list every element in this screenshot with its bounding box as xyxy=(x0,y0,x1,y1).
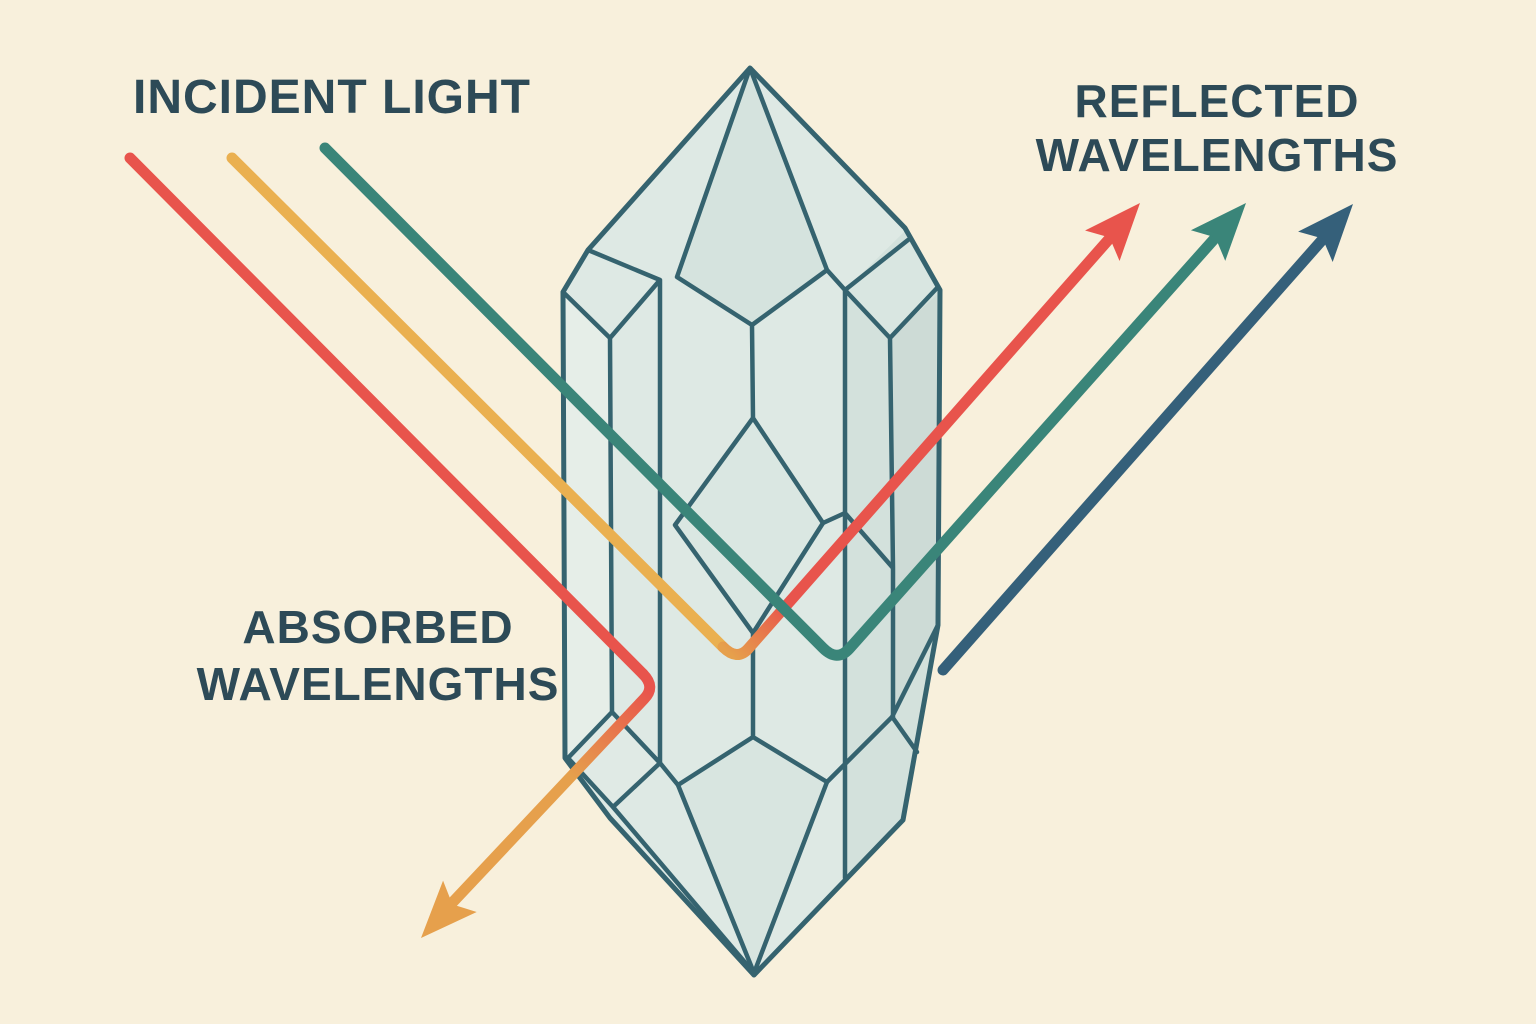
ray-reflected-red xyxy=(717,232,1116,660)
ray-absorbed xyxy=(446,668,656,909)
labels: INCIDENT LIGHT REFLECTED WAVELENGTHS ABS… xyxy=(133,71,1399,710)
incident-light-label: INCIDENT LIGHT xyxy=(133,71,531,124)
absorbed-arrowhead xyxy=(421,880,477,938)
crystal xyxy=(560,65,943,978)
ray-teal xyxy=(319,142,1222,661)
absorbed-wavelengths-label-line2: WAVELENGTHS xyxy=(197,658,560,710)
ray-incident-yellow xyxy=(226,152,729,653)
ray-reflected-navy xyxy=(937,233,1329,676)
teal-arrowhead xyxy=(1190,203,1246,261)
red-arrowhead xyxy=(1085,203,1140,261)
navy-arrowhead xyxy=(1298,204,1353,263)
crystal-facet-lines-center xyxy=(672,65,830,976)
crystal-facet-lines-left xyxy=(560,247,757,976)
crystal-facet xyxy=(678,737,827,975)
crystal-outline xyxy=(560,65,943,978)
crystal-facet-lines-right xyxy=(820,237,941,881)
ray-incident-red xyxy=(124,152,649,680)
crystal-facet xyxy=(563,292,612,758)
reflected-wavelengths-label-line1: REFLECTED xyxy=(1075,75,1360,127)
reflected-wavelengths-label-line2: WAVELENGTHS xyxy=(1036,129,1399,181)
absorbed-wavelengths-label-line1: ABSORBED xyxy=(242,601,513,653)
light-rays xyxy=(124,142,1353,938)
crystal-facet xyxy=(890,292,940,718)
crystal-facet xyxy=(677,68,827,325)
